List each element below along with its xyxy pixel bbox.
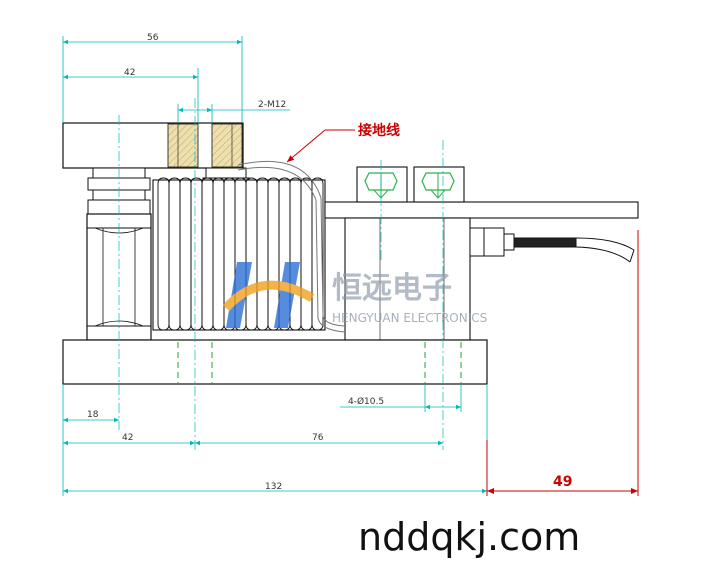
dim-hole-spec: 4-Ø10.5 <box>348 396 384 407</box>
watermark-chinese: 恒远电子 <box>332 271 452 306</box>
top-plate <box>62 122 244 169</box>
dim-49: 49 <box>553 474 572 490</box>
watermark: 恒远电子 HENGYUAN ELECTRONICS <box>222 262 487 328</box>
watermark-english: HENGYUAN ELECTRONICS <box>332 311 487 325</box>
bellows-coil <box>311 177 324 331</box>
ground-wire-label: 接地线 <box>358 122 400 139</box>
dim-bolt-size: 2-M12 <box>258 100 286 110</box>
beam-bolt-right <box>413 166 465 203</box>
dim-42-bottom: 42 <box>122 433 133 443</box>
beam-bolt-left <box>356 166 408 203</box>
cable-length-dimension <box>486 230 639 496</box>
ground-wire-leader <box>286 129 355 163</box>
hengyuan-logo <box>222 262 315 328</box>
dim-132: 132 <box>265 482 282 492</box>
dim-42-top: 42 <box>124 68 135 78</box>
site-url: nddqkj.com <box>358 515 580 559</box>
dim-56: 56 <box>147 33 159 43</box>
dim-76: 76 <box>312 433 324 443</box>
dim-18: 18 <box>87 410 99 420</box>
dimensions <box>62 36 488 496</box>
ground-wire <box>237 161 346 333</box>
cable-gland <box>483 227 635 263</box>
base-plate <box>62 339 488 385</box>
center-lines <box>118 98 444 450</box>
load-cell-body <box>324 201 639 341</box>
